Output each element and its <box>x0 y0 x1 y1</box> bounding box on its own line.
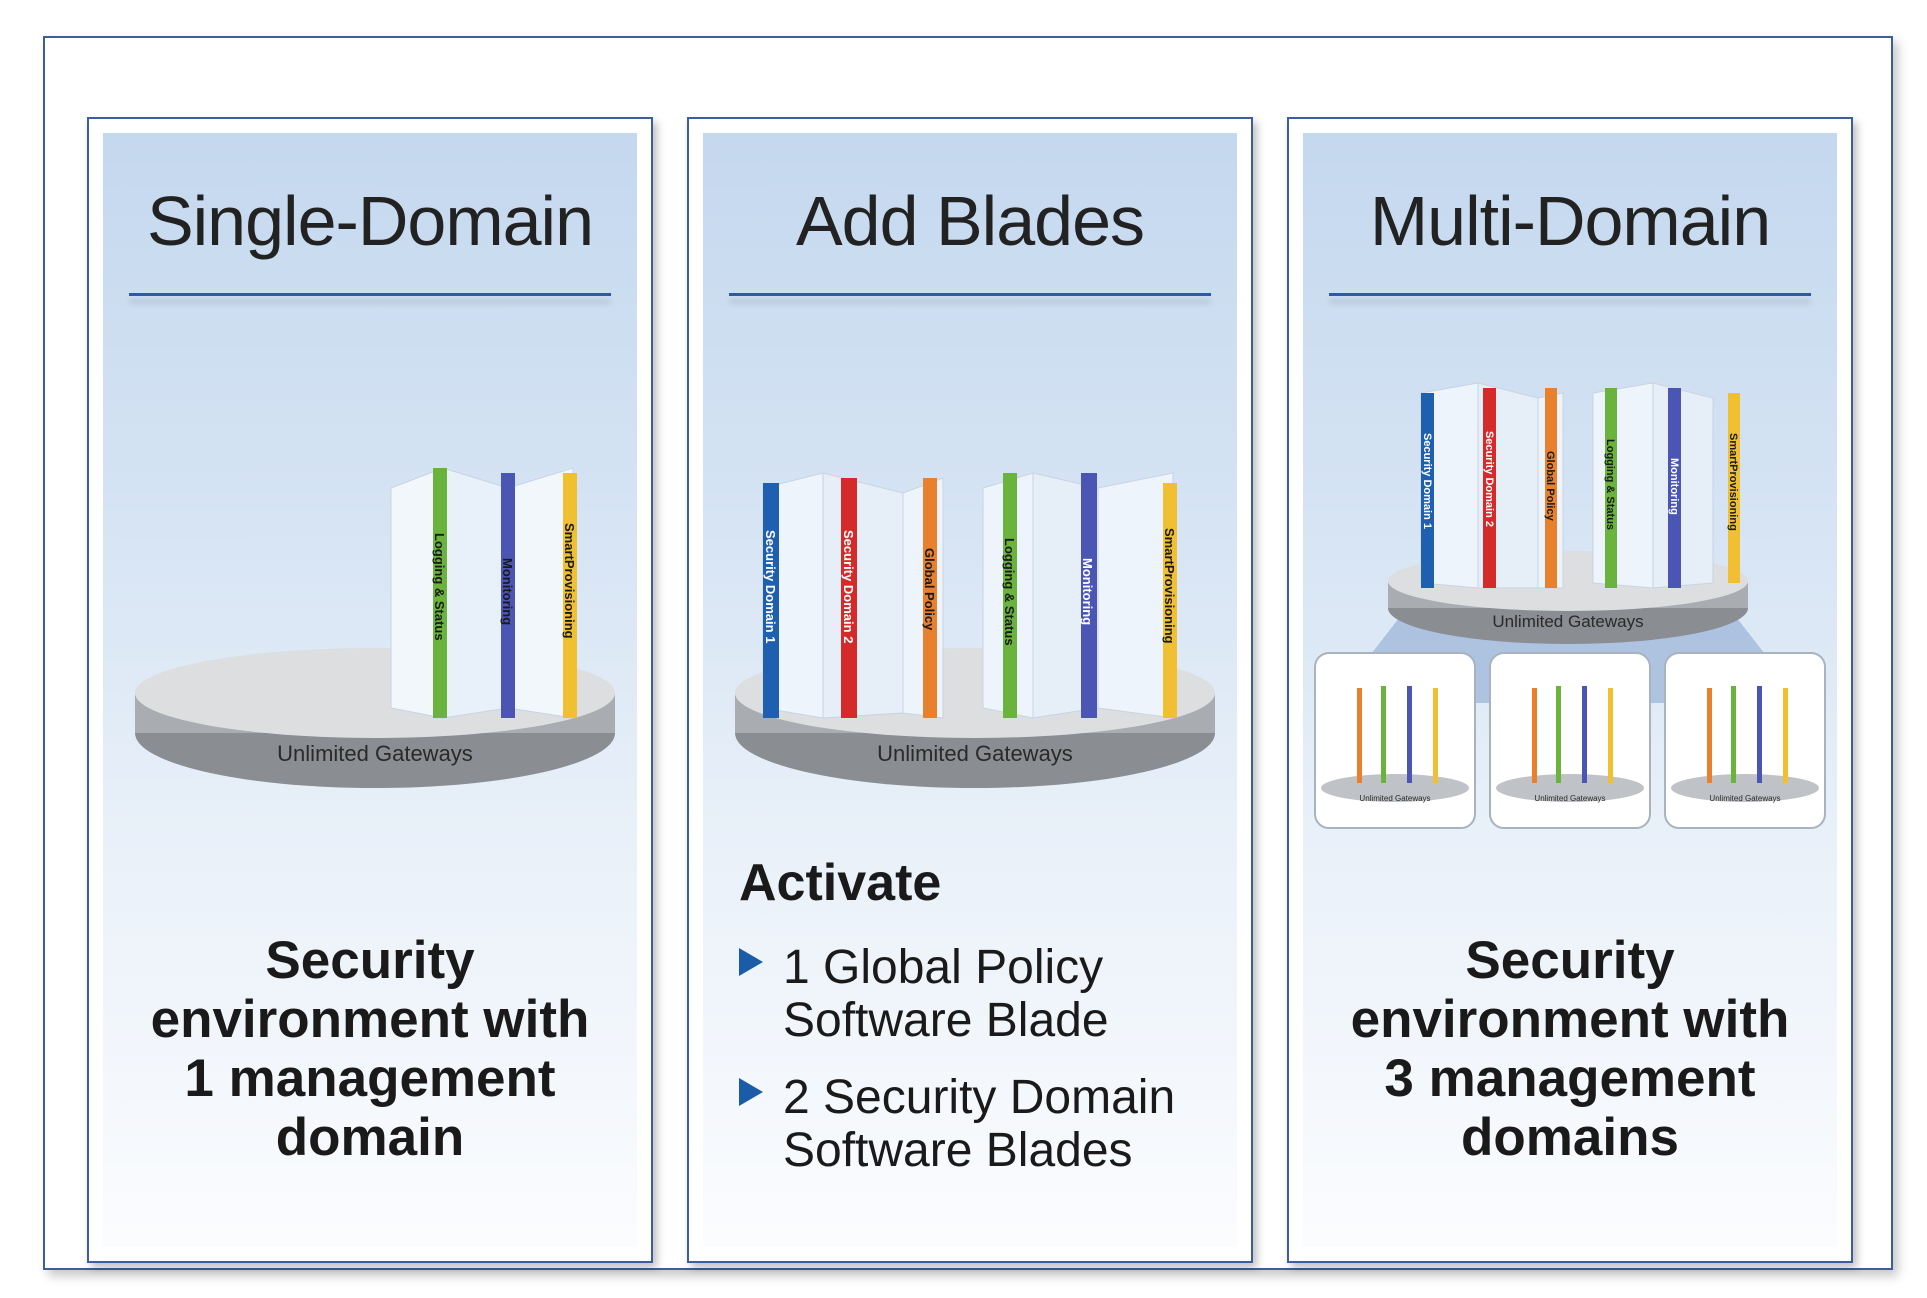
panel-description: Security environment with 1 management d… <box>103 931 637 1167</box>
bullet-item: 2 Security Domain Software Blades <box>739 1071 1175 1177</box>
blade-glass <box>1592 382 1654 589</box>
blade-label: SmartProvisioning <box>1162 528 1177 644</box>
description-line: Security <box>265 931 475 990</box>
blade-strip-logging <box>433 468 447 718</box>
panel-multi-domain: Multi-Domain <box>1287 117 1853 1263</box>
blade-glass <box>442 467 509 719</box>
panel-background: Single-Domain Logging & Status Monitorin… <box>103 133 637 1247</box>
description-line: environment with <box>150 990 590 1049</box>
tile-strip <box>1433 688 1438 783</box>
panel-title: Multi-Domain <box>1369 182 1771 260</box>
blade-label: Logging & Status <box>432 533 447 641</box>
add-blades-illustration: Security Domain 1 Security Domain 2 Glob… <box>735 472 1215 788</box>
blade-label: Logging & Status <box>1002 538 1017 646</box>
bullet-line: 2 Security Domain <box>783 1071 1176 1124</box>
blade-glass <box>1652 382 1714 589</box>
tile-strip <box>1582 686 1587 783</box>
multi-domain-illustration: Security Domain 1 Security Domain 2 Glob… <box>1314 382 1826 829</box>
platform-label: Unlimited Gateways <box>277 741 473 766</box>
tile-strip <box>1532 688 1537 783</box>
activate-heading: Activate <box>739 854 942 912</box>
blade-strip-security-domain-2 <box>1483 388 1496 588</box>
bullet-line: 1 Global Policy <box>783 941 1104 994</box>
blade-label: Monitoring <box>1080 558 1095 625</box>
title-divider <box>1329 293 1811 296</box>
tile-strip <box>1357 688 1362 783</box>
description-line: domains <box>1461 1108 1679 1167</box>
description-line: environment with <box>1350 990 1790 1049</box>
tile-strip <box>1407 686 1412 783</box>
panel-add-blades: Add Blades Secu <box>687 117 1253 1263</box>
blade-strip-monitoring <box>1081 473 1097 718</box>
tile-strip <box>1608 688 1613 783</box>
blade-label: Security Domain 1 <box>763 530 778 643</box>
bullet-arrow-icon <box>739 948 763 976</box>
blade-label: Monitoring <box>500 558 515 625</box>
description-line: 3 management <box>1384 1049 1756 1108</box>
blade-label: Global Policy <box>922 548 937 631</box>
blade-label: Security Domain 1 <box>1421 433 1433 529</box>
tile-platform-label: Unlimited Gateways <box>1534 794 1605 803</box>
blade-strip-logging <box>1605 388 1617 588</box>
diagram-frame: Single-Domain Logging & Status Monitorin… <box>43 36 1893 1270</box>
bullet-line: Software Blade <box>783 994 1109 1047</box>
blade-strip-logging <box>1003 473 1017 718</box>
domain-tile: Unlimited Gateways <box>1314 652 1476 829</box>
panel-background: Multi-Domain <box>1303 133 1837 1247</box>
tile-strip <box>1707 688 1712 783</box>
blade-label: SmartProvisioning <box>1727 433 1739 531</box>
tile-strip <box>1757 686 1762 783</box>
tile-platform-label: Unlimited Gateways <box>1359 794 1430 803</box>
panel-title: Single-Domain <box>146 182 594 260</box>
blade-strip-security-domain-2 <box>841 478 857 718</box>
tile-strip <box>1381 686 1386 783</box>
bullet-line: Software Blades <box>783 1124 1133 1177</box>
blade-strip-global-policy <box>923 478 937 718</box>
bullet-arrow-icon <box>739 1078 763 1106</box>
panel-description: Security environment with 3 management d… <box>1303 931 1837 1167</box>
blade-label: Monitoring <box>1668 458 1680 515</box>
tile-strip <box>1731 686 1736 783</box>
blade-strip-monitoring <box>501 473 515 718</box>
domain-tile: Unlimited Gateways <box>1664 652 1826 829</box>
blade-strip-smartprovisioning <box>563 473 577 718</box>
description-line: 1 management <box>184 1049 556 1108</box>
blade-strip-security-domain-1 <box>763 483 779 718</box>
blade-label: Security Domain 2 <box>1483 431 1495 527</box>
blade-label: Logging & Status <box>1604 439 1616 530</box>
blade-glass <box>822 472 904 719</box>
tile-platform-label: Unlimited Gateways <box>1709 794 1780 803</box>
platform-label: Unlimited Gateways <box>1492 612 1643 631</box>
blade-strip-security-domain-1 <box>1421 393 1434 588</box>
blade-glass <box>1097 472 1174 719</box>
blade-label: Security Domain 2 <box>841 530 856 643</box>
blade-strip-global-policy <box>1545 388 1557 588</box>
blade-strip-smartprovisioning <box>1163 483 1177 718</box>
blade-label: SmartProvisioning <box>562 523 577 639</box>
domain-tile: Unlimited Gateways <box>1489 652 1651 829</box>
title-divider <box>129 293 611 296</box>
panel-title: Add Blades <box>795 182 1145 260</box>
description-line: domain <box>275 1108 465 1167</box>
tile-strip <box>1556 686 1561 783</box>
blade-label: Global Policy <box>1544 451 1556 522</box>
panel-background: Add Blades Secu <box>703 133 1237 1247</box>
blade-strip-smartprovisioning <box>1728 393 1740 583</box>
bullet-item: 1 Global Policy Software Blade <box>739 941 1109 1047</box>
tile-strip <box>1783 688 1788 783</box>
single-domain-illustration: Logging & Status Monitoring SmartProvisi… <box>135 467 615 788</box>
panel-single-domain: Single-Domain Logging & Status Monitorin… <box>87 117 653 1263</box>
blade-strip-monitoring <box>1668 388 1681 588</box>
platform-label: Unlimited Gateways <box>877 741 1073 766</box>
title-divider <box>729 293 1211 296</box>
description-line: Security <box>1465 931 1675 990</box>
